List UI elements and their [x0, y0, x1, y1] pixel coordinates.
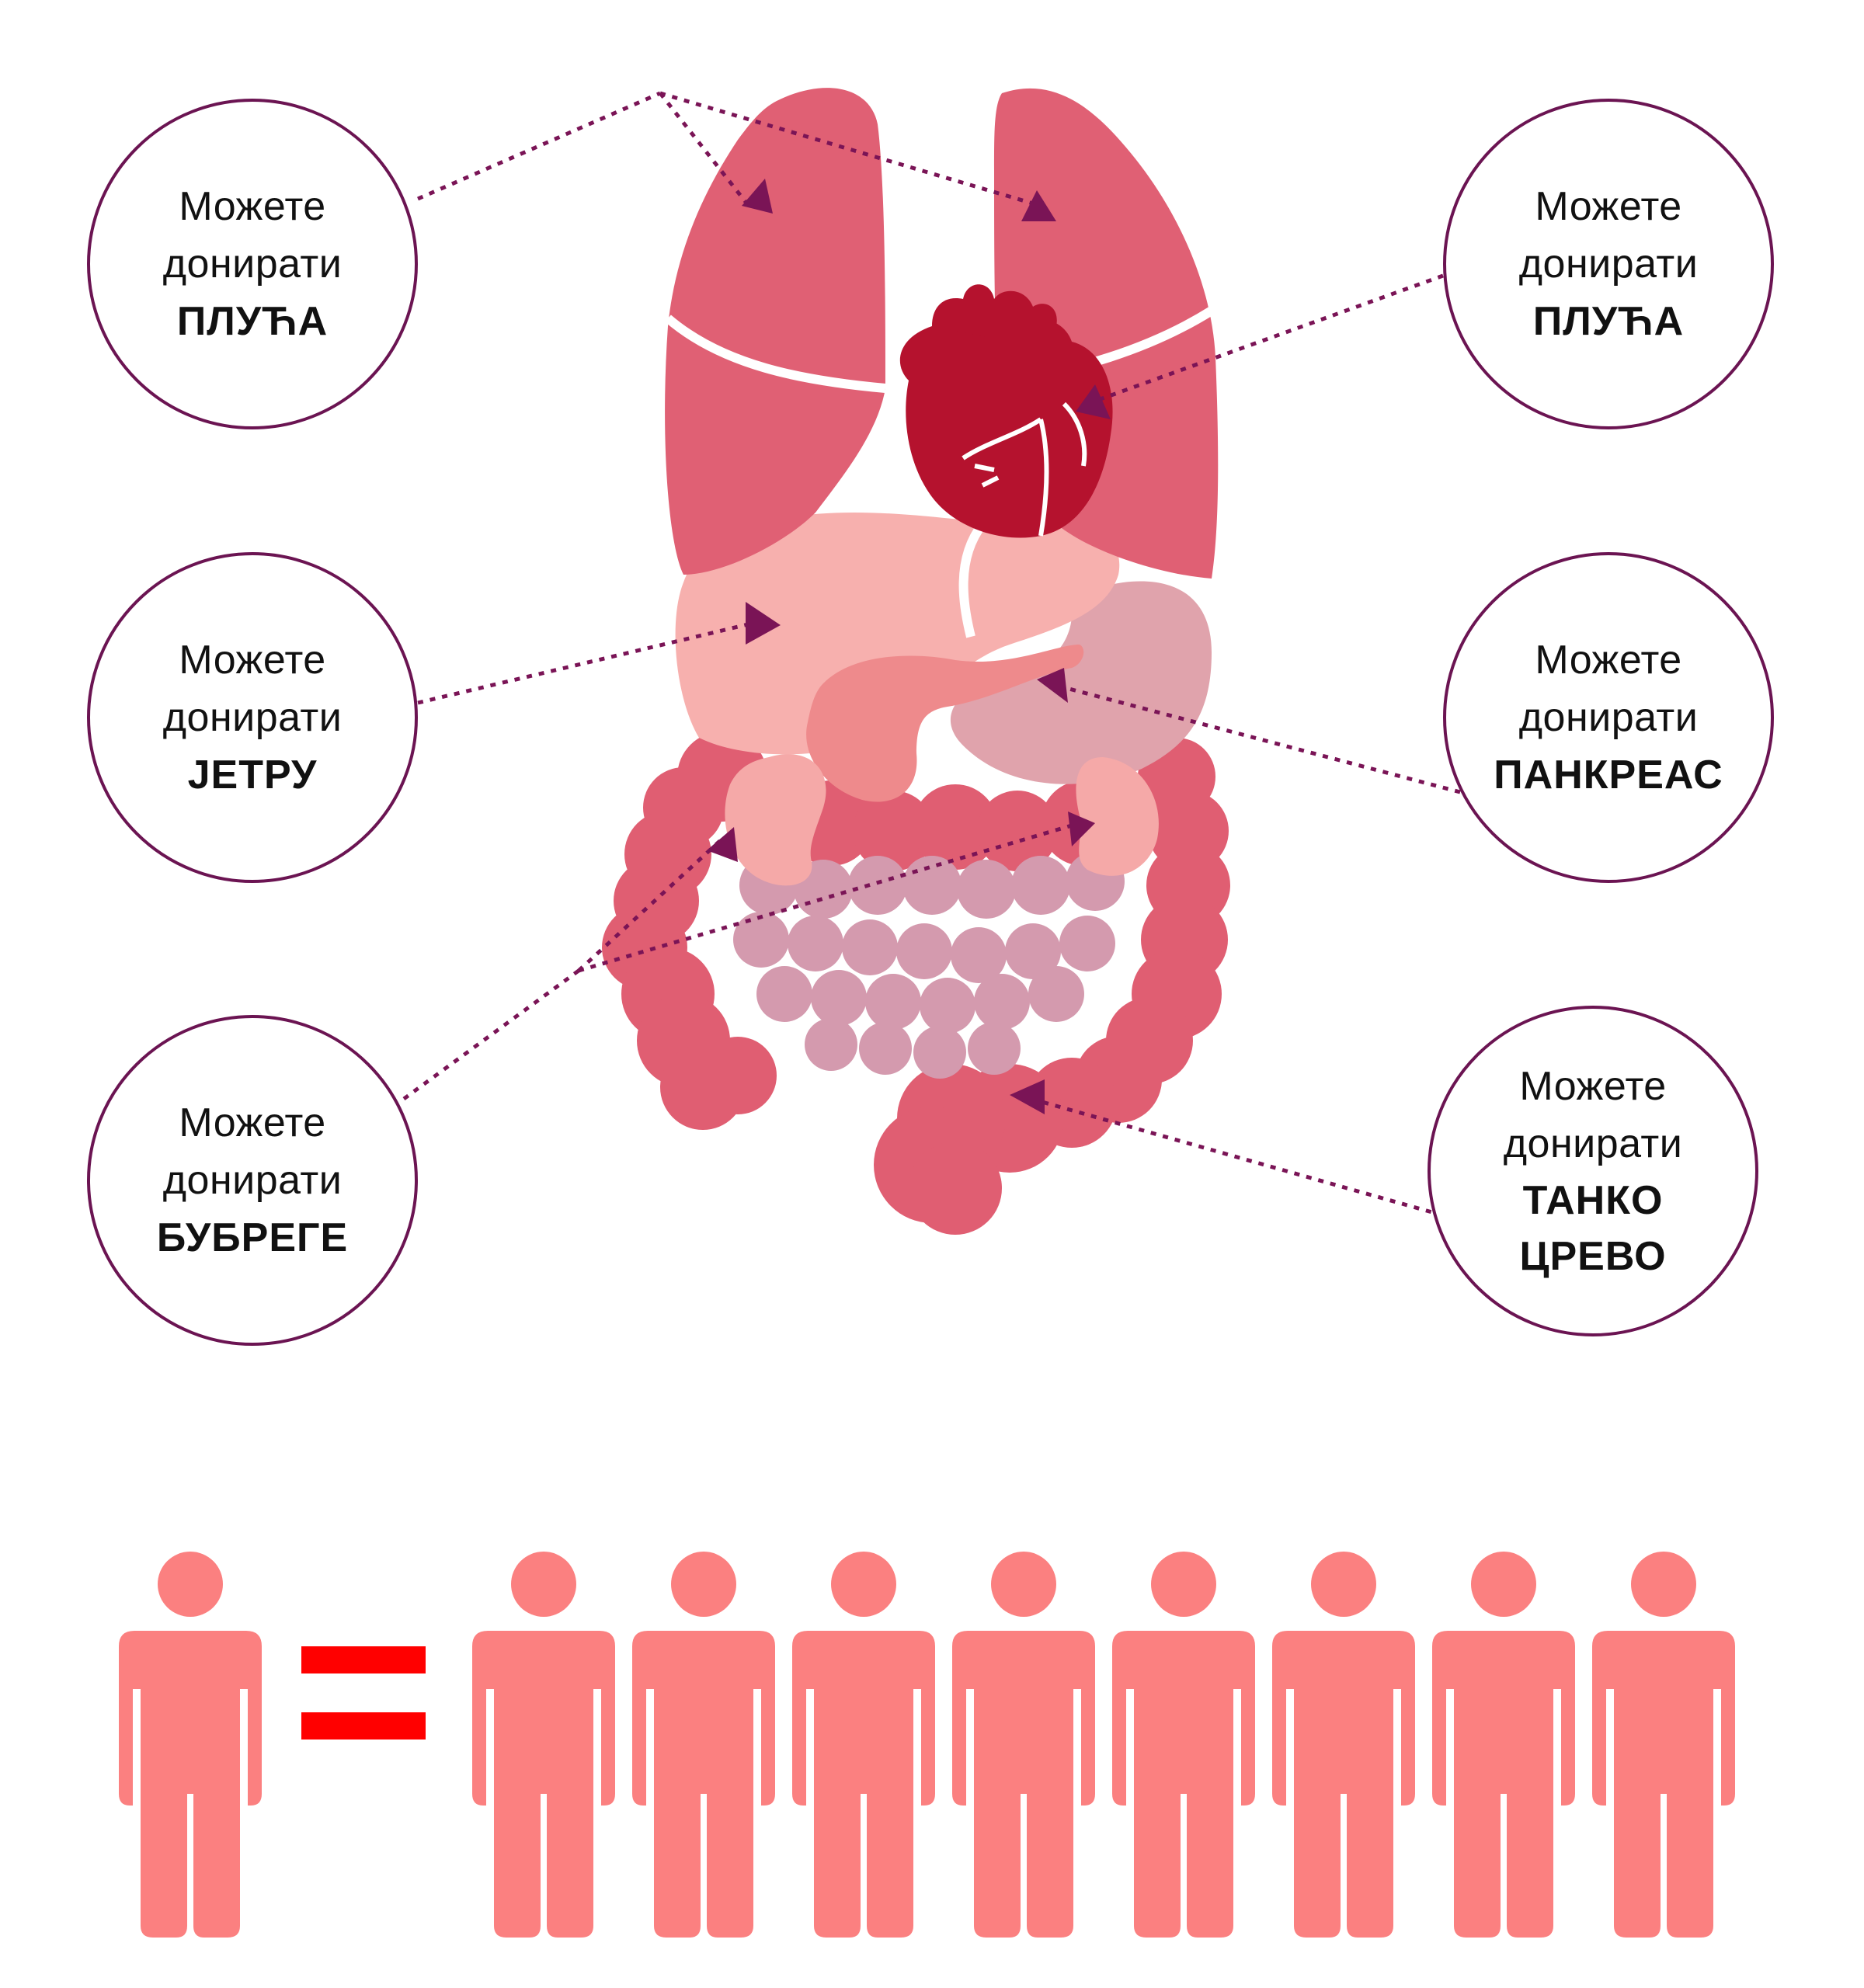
stomach	[950, 581, 1212, 784]
bubble-organ-line1: ТАНКО	[1522, 1178, 1664, 1223]
connectors	[402, 91, 1461, 1218]
recipient-person-icon	[1432, 1552, 1575, 1938]
heart	[899, 315, 1113, 538]
bubble-organ-line2: ЦРЕВО	[1519, 1234, 1667, 1279]
arrowhead-liver	[746, 602, 781, 645]
kidney-right	[1076, 757, 1159, 876]
donor-equation	[119, 1552, 1735, 1938]
connector-lungs-left-a	[659, 92, 747, 203]
lung-left	[665, 88, 885, 575]
bubble-organ: ПЛУЋА	[1532, 299, 1685, 344]
arrowhead-heart	[1076, 384, 1111, 419]
arrowhead-kidney-right	[1068, 812, 1095, 846]
bubble-line2: донирати	[162, 695, 343, 740]
bubble-line2: донирати	[1518, 695, 1699, 740]
bubble-pancreas: Можете донирати ПАНКРЕАС	[1443, 552, 1774, 883]
recipient-person-icon	[472, 1552, 615, 1938]
connector-lungs-left	[417, 91, 661, 201]
bubble-line2: донирати	[162, 1158, 343, 1203]
bubble-line1: Можете	[1535, 638, 1682, 683]
connector-arrowheads	[707, 179, 1111, 1114]
liver	[675, 513, 1120, 755]
bubble-line1: Можете	[179, 638, 326, 683]
bubble-liver: Можете донирати ЈЕТРУ	[87, 552, 418, 883]
recipient-person-icon	[952, 1552, 1095, 1938]
connector-lungs-right	[1087, 273, 1444, 406]
recipient-person-icon	[792, 1552, 935, 1938]
bubble-organ: ПЛУЋА	[176, 299, 329, 344]
kidney-left	[725, 754, 826, 886]
connector-kidneys-b	[578, 821, 1080, 973]
bubble-line1: Можете	[179, 184, 326, 229]
bubble-line1: Можете	[1519, 1064, 1667, 1109]
equals-icon	[301, 1646, 426, 1740]
arrowhead-bowel	[1010, 1079, 1045, 1114]
arrowhead-kidney-left	[707, 827, 738, 862]
connector-lungs-left-b	[659, 91, 1042, 208]
recipient-person-icon	[1112, 1552, 1255, 1938]
bubble-organ: БУБРЕГЕ	[156, 1215, 349, 1260]
arrowhead-lung-left	[742, 179, 773, 214]
connector-bowel	[1017, 1093, 1444, 1218]
small-intestine	[733, 852, 1125, 1079]
connector-pancreas	[1048, 681, 1461, 794]
bubble-organ: ЈЕТРУ	[187, 752, 318, 798]
pancreas	[806, 645, 1084, 802]
bubble-lungs-left: Можете донирати ПЛУЋА	[87, 99, 418, 429]
donor-person-icon	[119, 1552, 262, 1938]
connector-kidneys	[402, 968, 580, 1101]
aorta	[932, 284, 1057, 342]
connector-liver	[417, 619, 762, 705]
bubble-kidneys: Можете донирати БУБРЕГЕ	[87, 1015, 418, 1346]
bubble-line2: донирати	[1518, 242, 1699, 287]
bubble-small-bowel: Можете донирати ТАНКО ЦРЕВО	[1428, 1006, 1758, 1336]
recipient-person-icon	[1272, 1552, 1415, 1938]
bubble-line1: Можете	[1535, 184, 1682, 229]
recipient-person-icon	[1592, 1552, 1735, 1938]
bubble-line2: донирати	[1503, 1121, 1683, 1166]
recipient-person-icon	[632, 1552, 775, 1938]
arrowhead-pancreas	[1037, 668, 1068, 703]
arrowhead-lung-right	[1021, 190, 1056, 221]
bubble-organ: ПАНКРЕАС	[1494, 752, 1723, 798]
heart-vessels	[962, 401, 1087, 537]
connector-kidneys-a	[577, 837, 724, 972]
bubble-lungs-right: Можете донирати ПЛУЋА	[1443, 99, 1774, 429]
bubble-line2: донирати	[162, 242, 343, 287]
bubble-line1: Можете	[179, 1100, 326, 1145]
diaphragm-line-left	[665, 315, 886, 393]
liver-fissure	[958, 521, 986, 638]
